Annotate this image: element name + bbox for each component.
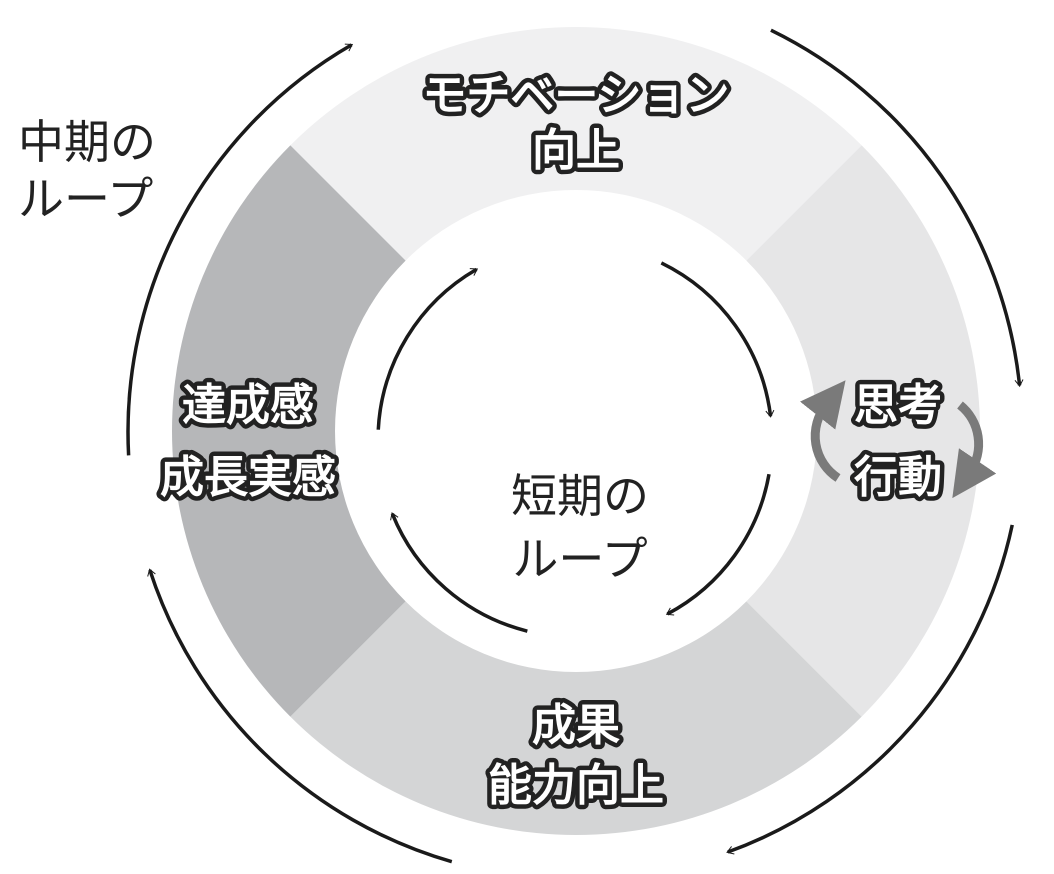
mid-loop-line2: ループ (18, 172, 153, 226)
label-motivation-line1: モチベーション (422, 70, 729, 121)
mid-loop-line1: 中期の (18, 115, 156, 169)
short-loop-arrow-3 (390, 512, 528, 633)
label-growth: 成長実感 (160, 452, 336, 503)
label-ability: 能力向上 (488, 760, 664, 811)
label-achievement: 達成感 (182, 380, 314, 431)
mid-loop-arrow-3 (726, 524, 1014, 855)
short-loop-line2: ループ (512, 532, 647, 586)
short-loop-arrow-1 (660, 261, 775, 418)
ring-hole (335, 190, 817, 672)
cycle-arrow-left-icon (799, 380, 846, 482)
mid-loop-arrow-4 (147, 568, 453, 864)
short-loop-arrow-2 (665, 473, 771, 616)
short-loop-arrow-4 (376, 267, 479, 430)
label-action: 行動 (854, 452, 942, 503)
cycle-arrow-right-icon (952, 401, 997, 499)
short-loop-arrows (376, 261, 775, 633)
mid-loop-arrow-2 (770, 28, 1024, 388)
label-thinking: 思考 (854, 380, 942, 431)
label-results: 成果 (532, 700, 620, 751)
mid-loop-arrow-1 (126, 43, 354, 456)
label-motivation-line2: 向上 (532, 125, 620, 176)
short-loop-line1: 短期の (511, 469, 649, 523)
mid-loop-arrows (126, 28, 1024, 864)
